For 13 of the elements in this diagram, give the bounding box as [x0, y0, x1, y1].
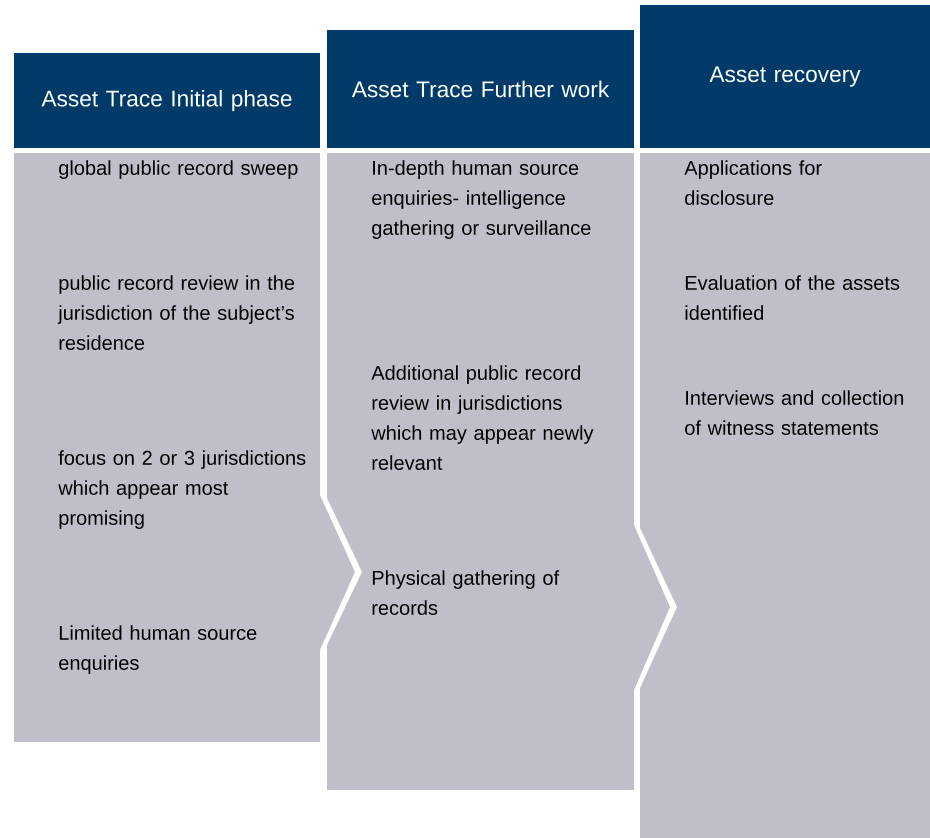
item-text: Applications for disclosure: [684, 160, 822, 205]
item-text: Evaluation of the assets identified: [686, 275, 900, 320]
item-text: Physical gathering of records: [372, 570, 560, 615]
item-text: public record review in the jurisdiction of the subject’s residence: [58, 275, 294, 350]
column-header: Asset recovery: [640, 5, 930, 148]
item-text: focus on 2 or 3 jurisdictions which appear most promising: [58, 450, 306, 529]
item-text: Additional public record review in jurisdictions which may appear newly relevant: [371, 365, 594, 470]
column-header: Asset Trace Further work: [327, 30, 634, 148]
item-text: Limited human source enquiries: [59, 625, 256, 674]
item-text: Interviews and collection of witness statements: [685, 390, 904, 435]
item-text: global public record sweep: [59, 160, 298, 179]
item-text: In-depth human source enquiries- intelligence gathering or surveillance: [372, 160, 590, 239]
column-header: Asset Trace Initial phase: [14, 53, 320, 148]
